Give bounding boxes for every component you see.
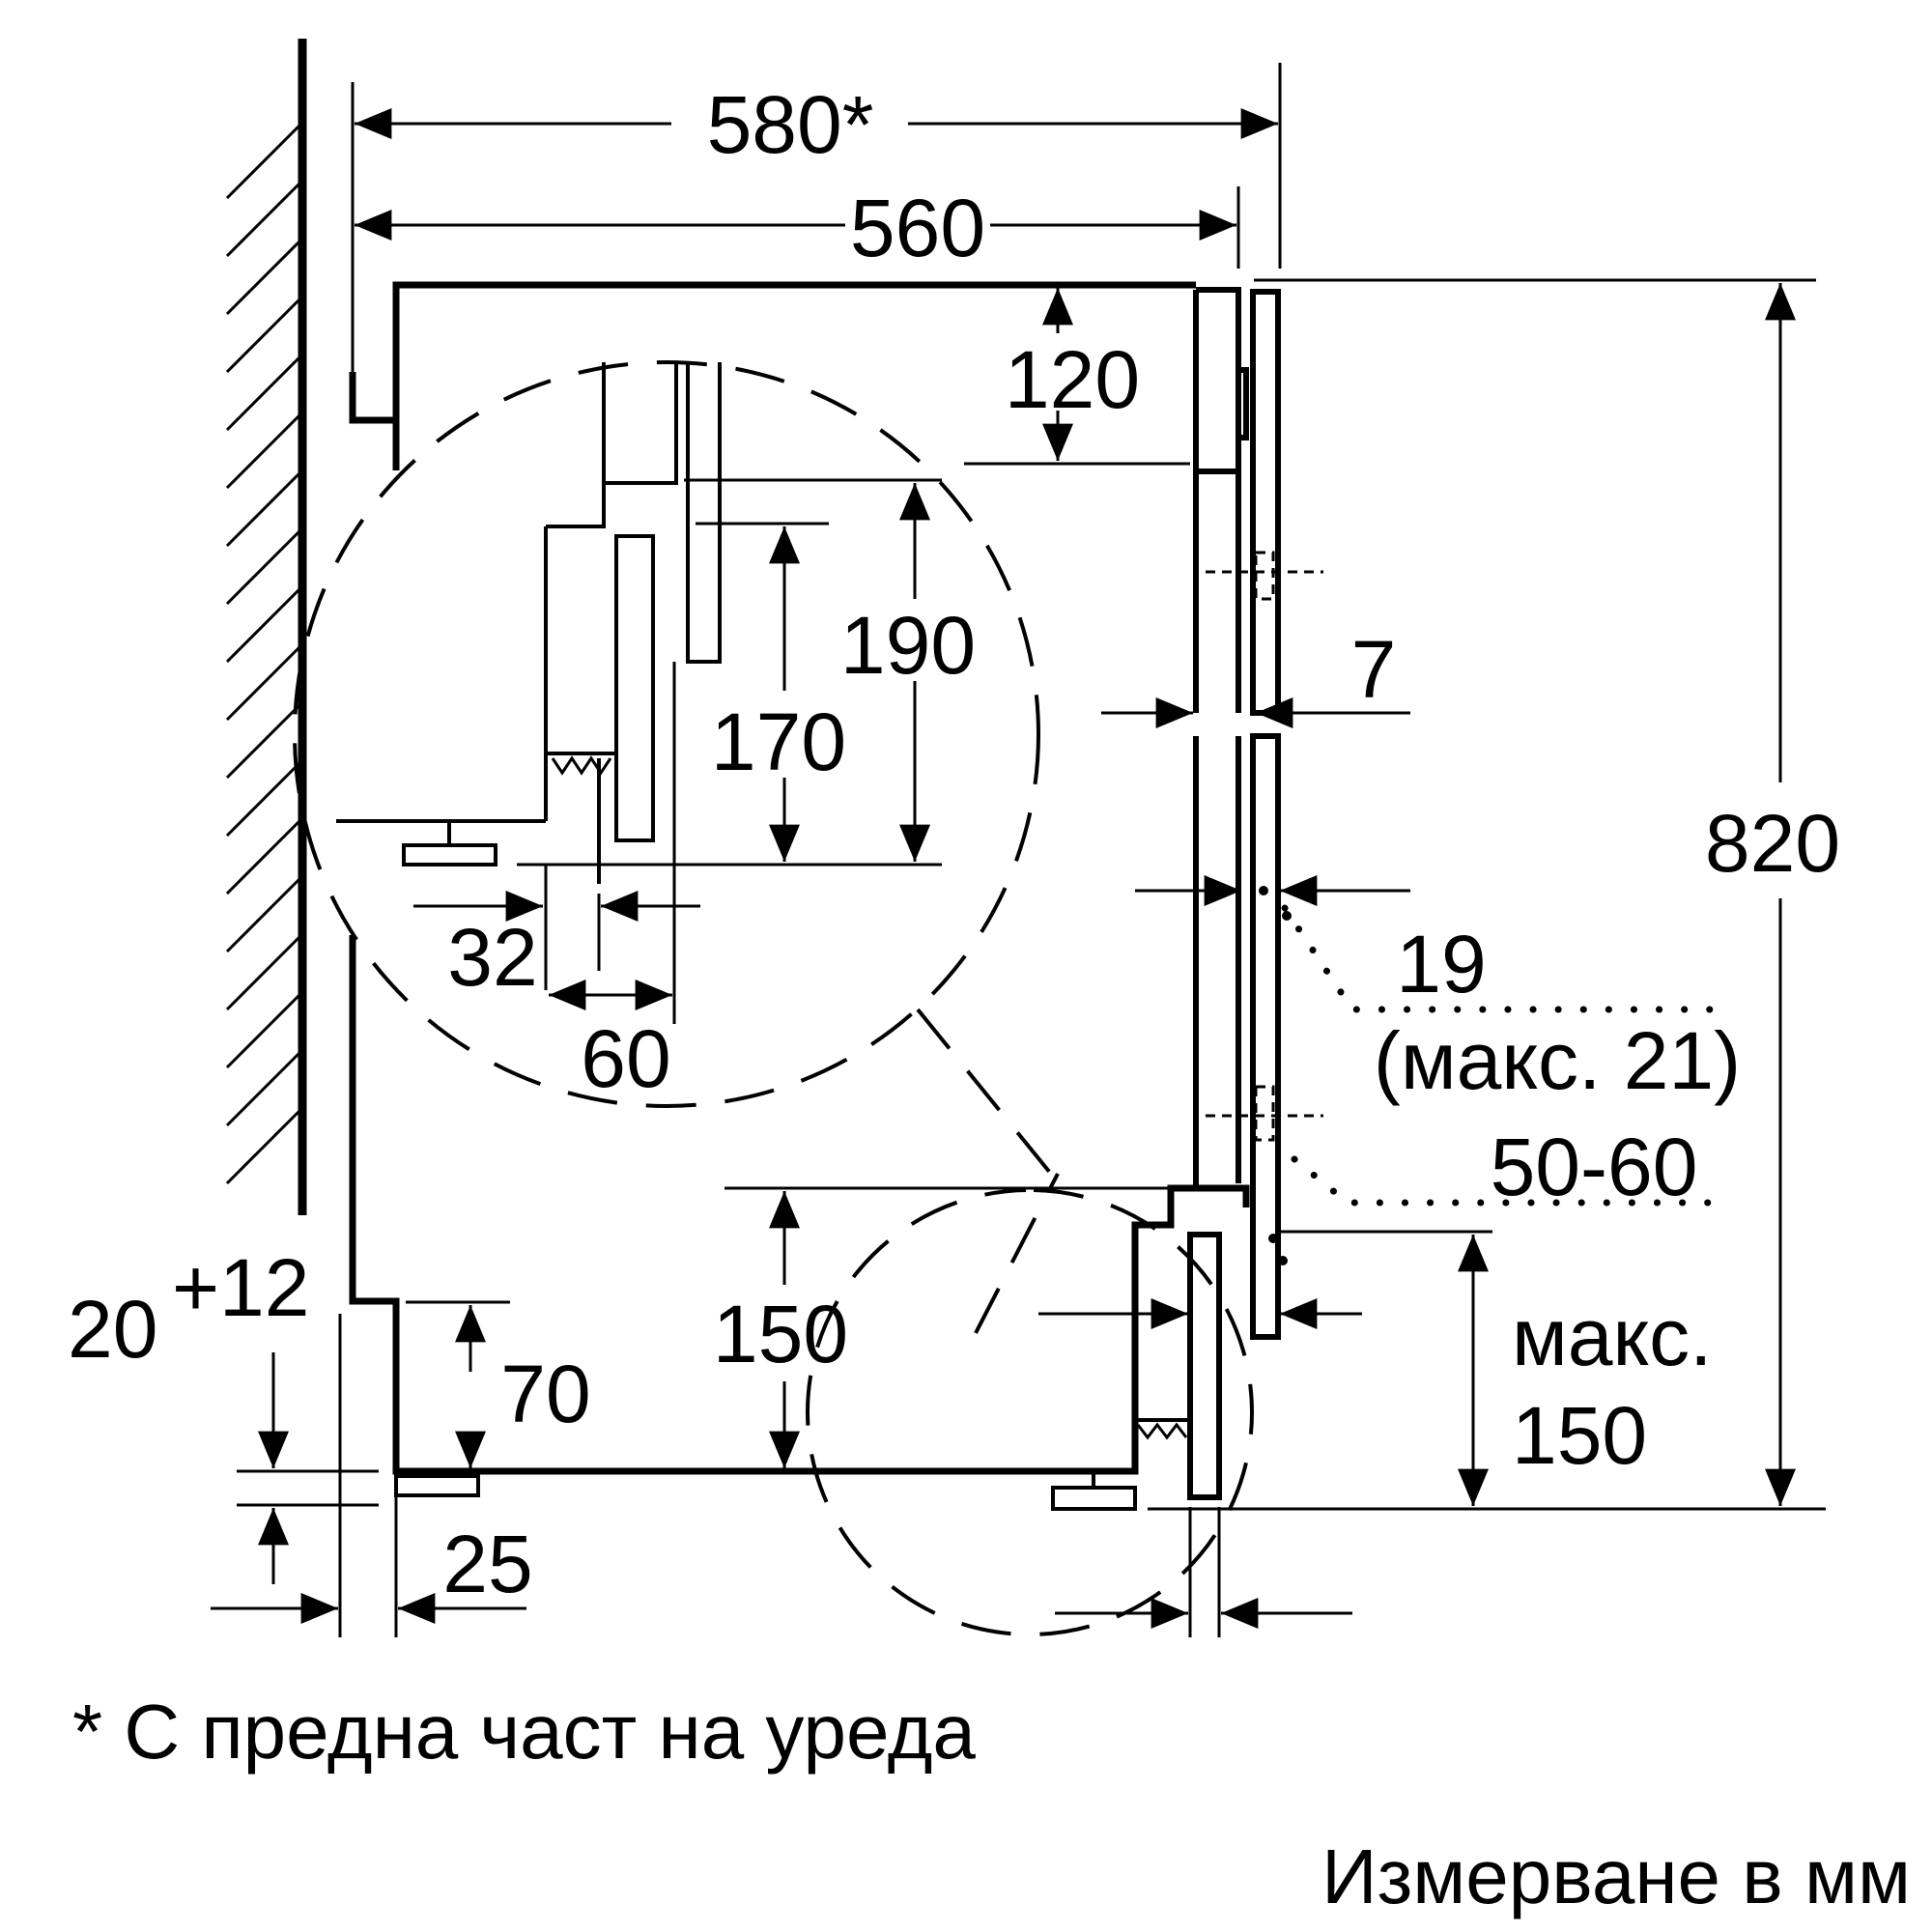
wall (225, 39, 307, 1215)
label-150: 150 (713, 1289, 848, 1379)
panel-dots (1259, 886, 1292, 1265)
label-580: 580* (707, 79, 874, 170)
label-19: 19 (1396, 919, 1486, 1009)
label-50-60: 50-60 (1491, 1122, 1698, 1212)
label-170: 170 (711, 696, 846, 787)
label-max-150: 150 (1512, 1390, 1647, 1481)
label-120: 120 (1005, 334, 1140, 425)
label-max: макс. (1512, 1292, 1713, 1382)
hinge-hardware (1206, 551, 1323, 1142)
dotted-leaders (1281, 904, 1728, 1207)
footnote: * С предна част на уреда (72, 1689, 976, 1775)
door-swing-circles (293, 360, 1254, 1636)
label-20: 20 (68, 1284, 157, 1375)
dimension-arrows (211, 108, 1796, 1629)
label-25: 25 (442, 1519, 532, 1609)
label-7: 7 (1351, 624, 1397, 715)
extension-lines (237, 63, 1826, 1637)
label-70: 70 (500, 1349, 590, 1439)
label-820: 820 (1705, 798, 1840, 889)
label-plus-12: +12 (172, 1242, 310, 1333)
label-560: 560 (850, 183, 985, 273)
label-60: 60 (581, 1013, 670, 1104)
label-max-21: (макс. 21) (1374, 1015, 1741, 1106)
label-190: 190 (840, 600, 976, 691)
units-note: Измерване в мм (1321, 1833, 1911, 1919)
label-32: 32 (447, 912, 537, 1003)
appliance-interior (336, 362, 1190, 1511)
dimension-labels: 580* 560 120 190 170 7 32 60 19 (макс. 2… (68, 79, 1840, 1609)
